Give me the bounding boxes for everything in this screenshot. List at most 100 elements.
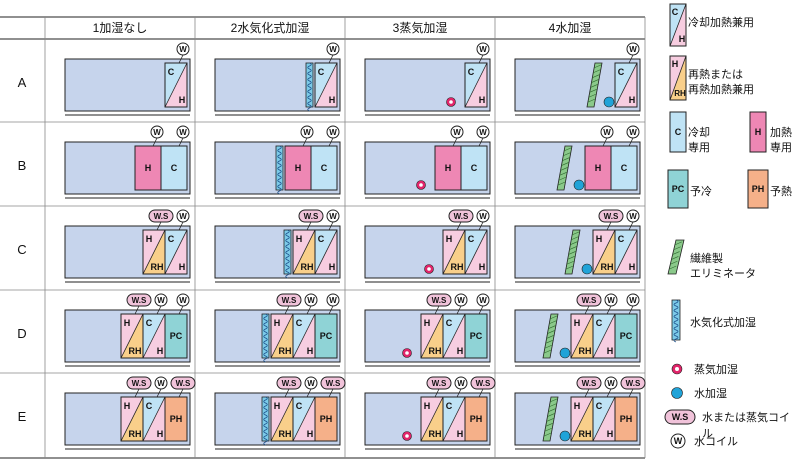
coil-label-rh: RH [579, 429, 592, 439]
connection-line [178, 388, 184, 398]
water-coil-badge [476, 125, 490, 139]
coil-label-rh: RH [601, 262, 614, 272]
legend-eliminator-hatch [669, 265, 677, 270]
connection-line [178, 305, 184, 315]
coil-label-rh: RH [451, 262, 464, 272]
coil-diagonal [592, 396, 616, 442]
coil-label-h: H [274, 401, 281, 411]
water-coil-badge-text: W [603, 128, 611, 137]
column-header-3: 3蒸気加湿 [393, 20, 448, 35]
vaporizing-wave [285, 229, 290, 279]
water-coil-badge [304, 293, 318, 307]
coil-ph [164, 396, 188, 442]
coil-diagonal [614, 229, 638, 275]
eliminator-hatch [567, 256, 575, 260]
connection-line [606, 388, 612, 398]
water-or-steam-coil-badge-text: W.S [432, 296, 447, 305]
legend-water-label: 水加湿 [694, 387, 727, 400]
water-coil-badge [454, 376, 468, 390]
water-humidifier [581, 263, 593, 275]
water-or-steam-coil-badge [298, 209, 324, 223]
coil-label-c: C [621, 163, 628, 173]
cell-A-4: CHW [514, 42, 641, 116]
coil-label-rh: RH [279, 429, 292, 439]
legend-hrh-label-2: 再熱加熱兼用 [688, 83, 754, 96]
eliminator-hatch [561, 162, 569, 166]
eliminator-hatch [544, 427, 552, 432]
coil-label-c: C [318, 234, 325, 244]
water-coil-badge [626, 42, 640, 56]
eliminator-hatch [557, 181, 566, 186]
cell-A-2: CHW [214, 42, 341, 116]
water-humidifier [559, 347, 571, 359]
eliminator-hatch [593, 69, 601, 74]
legend-water-icon [671, 387, 683, 399]
legend-w-badge [670, 433, 686, 449]
coil-label-h: H [446, 234, 453, 244]
coil-diagonal [442, 396, 466, 442]
water-coil-badge [626, 209, 640, 223]
water-or-steam-coil-badge [426, 293, 452, 307]
steam-humidifier-core [419, 183, 423, 187]
legend-steam-core [675, 367, 679, 371]
connection-line [478, 137, 484, 147]
coil-label-c: C [296, 401, 303, 411]
eliminator-hatch [593, 64, 602, 69]
coil-label-h: H [424, 401, 431, 411]
legend-eliminator-hatch [670, 261, 678, 265]
coil-label-pc: PC [470, 331, 483, 341]
legend-w-label: 水コイル [694, 435, 738, 448]
coil-label-h: H [574, 401, 581, 411]
coil-label-h: H [424, 318, 431, 328]
water-coil-badge-text: W [629, 128, 637, 137]
connection-line [152, 137, 158, 147]
connection-line [456, 221, 462, 231]
water-or-steam-coil-badge [148, 209, 174, 223]
water-coil-badge [626, 293, 640, 307]
water-or-steam-coil-badge [576, 376, 602, 390]
coil-label-c: C [596, 318, 603, 328]
water-or-steam-coil-badge-text: W.S [132, 296, 147, 305]
connection-line [628, 305, 634, 315]
water-coil-badge [450, 125, 464, 139]
coil-label-h: H [145, 163, 152, 173]
coil-diagonal [270, 313, 294, 359]
water-coil-badge-text: W [479, 45, 487, 54]
water-or-steam-coil-badge [170, 376, 196, 390]
connection-line [434, 388, 440, 398]
legend-h-label-2: 専用 [770, 141, 792, 154]
coil-label-h: H [445, 163, 452, 173]
coil-label-h: H [124, 401, 131, 411]
eliminator-hatch [588, 93, 596, 98]
coil-label-h: H [295, 163, 302, 173]
coil-label-rh: RH [129, 346, 142, 356]
coil-ph [464, 396, 488, 442]
coil-label-ph: PH [470, 414, 483, 424]
water-coil-badge [476, 209, 490, 223]
steam-humidifier-core [405, 434, 409, 438]
coil-label-c: C [168, 67, 175, 77]
water-or-steam-coil-badge [620, 376, 646, 390]
water-coil-badge-text: W [629, 296, 637, 305]
coil-label-c: C [471, 163, 478, 173]
coil-label-rh: RH [301, 262, 314, 272]
water-coil-badge-text: W [179, 212, 187, 221]
coil-diagonal [442, 313, 466, 359]
eliminator-hatch [562, 157, 570, 161]
coil-pc [464, 313, 488, 359]
water-humidifier [573, 179, 585, 191]
legend-eliminator-label-2: エリミネータ [690, 267, 756, 280]
coil-label-pc: PC [170, 331, 183, 341]
coil-label-rh: RH [279, 346, 292, 356]
water-coil-badge-text: W [607, 296, 615, 305]
coil-diagonal [442, 229, 466, 275]
water-coil-badge [154, 376, 168, 390]
water-coil-badge-text: W [179, 45, 187, 54]
coil-pc [614, 313, 638, 359]
coil-diagonal [314, 229, 338, 275]
coil-label-rh: RH [429, 346, 442, 356]
water-or-steam-coil-badge [276, 293, 302, 307]
vaporizing-humidifier [275, 145, 284, 191]
